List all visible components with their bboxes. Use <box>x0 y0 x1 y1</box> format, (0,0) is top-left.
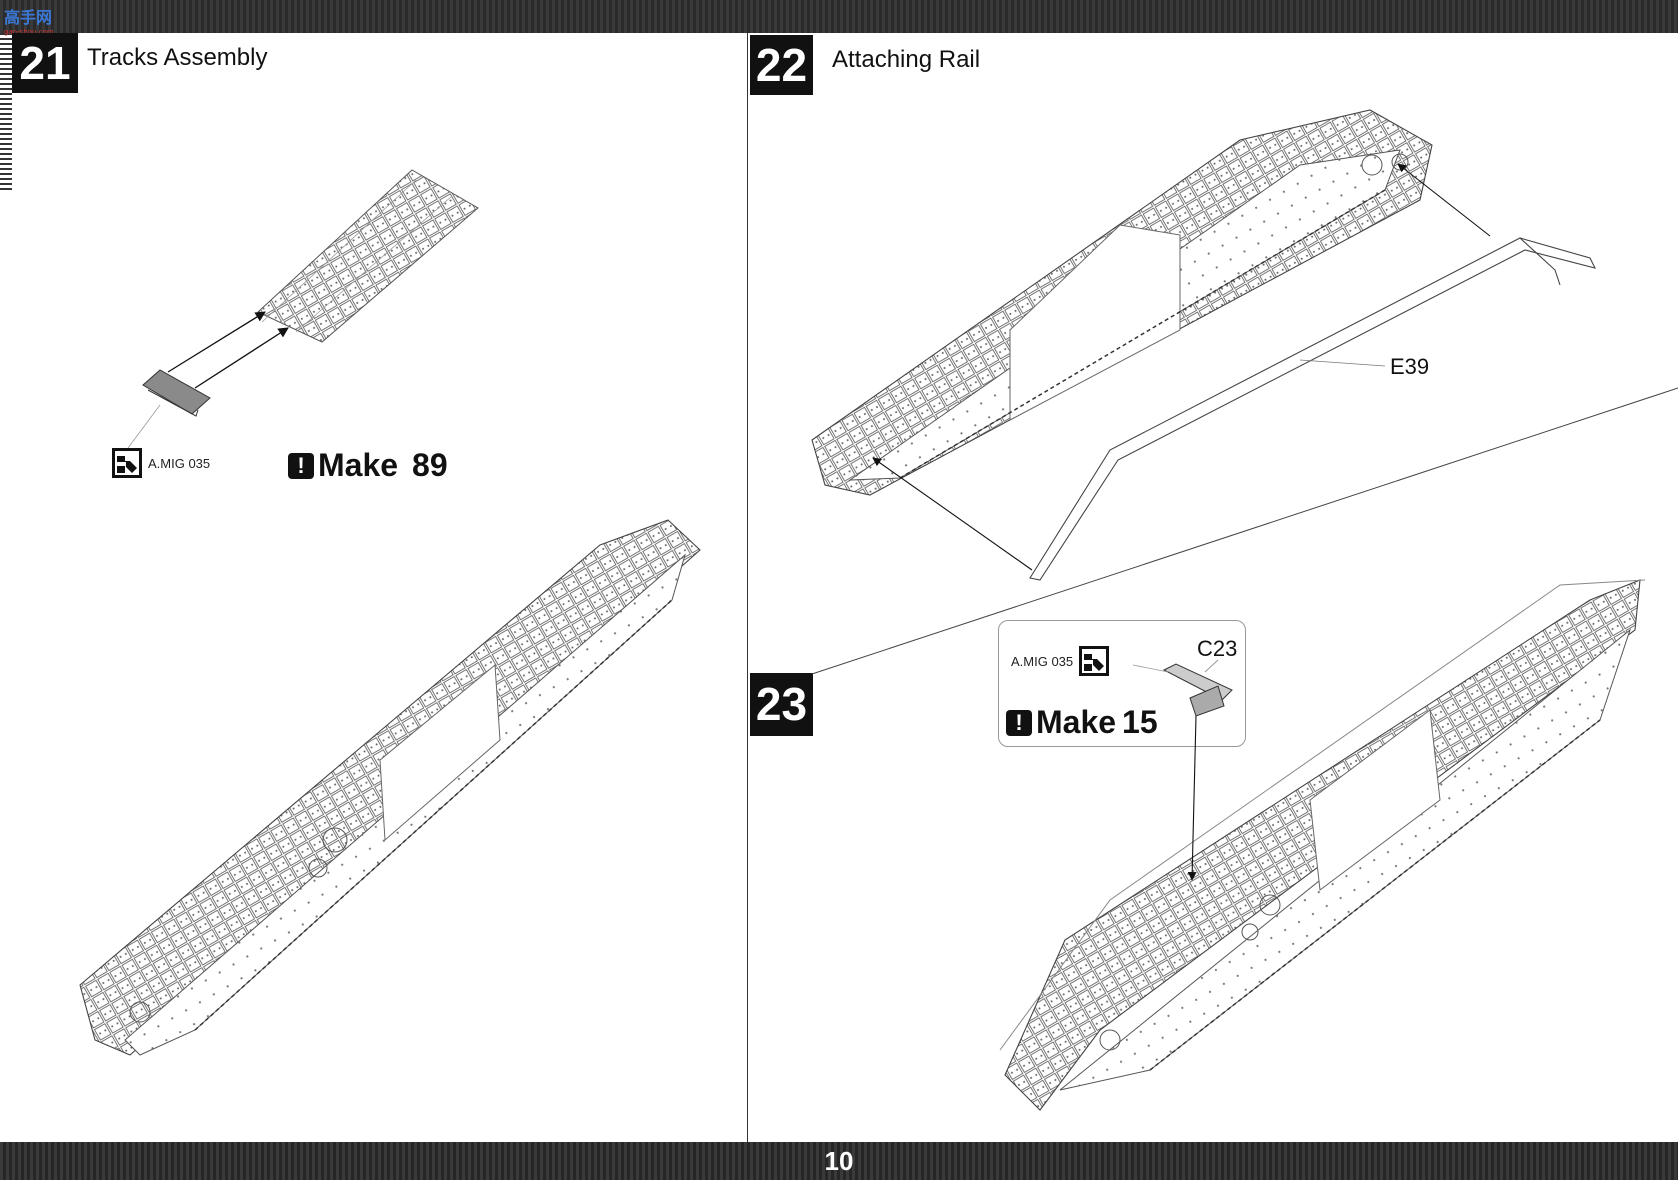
step-21-track-assembly <box>79 519 701 1056</box>
step-23-make-label: Make <box>1036 704 1117 740</box>
paint-brush-icon <box>1079 646 1110 676</box>
watermark-url: gao-shou.com <box>4 28 54 36</box>
step-23-paint-reference: A.MIG 035 <box>1011 646 1110 676</box>
part-label-e39: E39 <box>1390 354 1430 379</box>
paint-brush-icon <box>112 448 142 478</box>
step-23-paint-leader <box>1132 664 1169 673</box>
step-22-badge: 22 <box>750 35 813 95</box>
top-border-strip <box>0 0 1678 33</box>
step-22-rail-part-e39 <box>1029 237 1597 581</box>
bottom-border-strip <box>0 1142 1678 1180</box>
watermark-logo: 高手网 gao-shou.com <box>4 4 70 38</box>
step-23-paint-code: A.MIG 035 <box>1011 653 1074 669</box>
step-23-make-quantity: 15 <box>1122 704 1158 740</box>
watermark-text: 高手网 <box>4 8 53 27</box>
page-divider <box>747 33 748 1142</box>
step-21-arrow-lower <box>194 327 289 389</box>
step-23-track-assembly <box>999 579 1646 1111</box>
step-22-arrow-rear <box>1397 163 1491 237</box>
step-21-track-link-strip <box>257 169 479 343</box>
step-21-arrow-upper <box>167 311 266 373</box>
step-21-title: Tracks Assembly <box>87 44 268 71</box>
step-23-make-note: ! Make 15 <box>1006 704 1158 741</box>
step-22-e39-leader <box>1299 359 1386 367</box>
step-23-badge: 23 <box>750 673 813 736</box>
step-21-single-link-part <box>142 369 211 417</box>
step-23-c23-leader <box>1204 659 1219 673</box>
step-23-arrow-down <box>1187 715 1197 881</box>
step-separator-line <box>811 387 1678 675</box>
exclamation-icon: ! <box>1006 709 1032 736</box>
exclamation-icon: ! <box>288 452 314 479</box>
step-21-make-label: Make <box>318 447 399 483</box>
step-21-make-quantity: 89 <box>412 447 448 483</box>
step-21-paint-code: A.MIG 035 <box>148 455 211 471</box>
step-23-number: 23 <box>755 678 808 730</box>
binding-edge <box>0 33 12 193</box>
step-22-track-assembly <box>811 109 1433 496</box>
step-21-make-note: ! Make 89 <box>288 447 448 484</box>
page-number: 10 <box>824 1146 854 1176</box>
step-21-paint-reference: A.MIG 035 <box>112 448 210 478</box>
step-21-paint-leader <box>127 404 161 449</box>
step-21-badge: 21 <box>12 33 78 93</box>
step-23-part-c23 <box>1162 663 1233 717</box>
step-22-number: 22 <box>755 39 808 91</box>
step-21-number: 21 <box>19 37 71 89</box>
step-22-arrow-front <box>872 457 1033 571</box>
part-label-c23: C23 <box>1197 636 1238 661</box>
step-22-title: Attaching Rail <box>832 46 981 73</box>
